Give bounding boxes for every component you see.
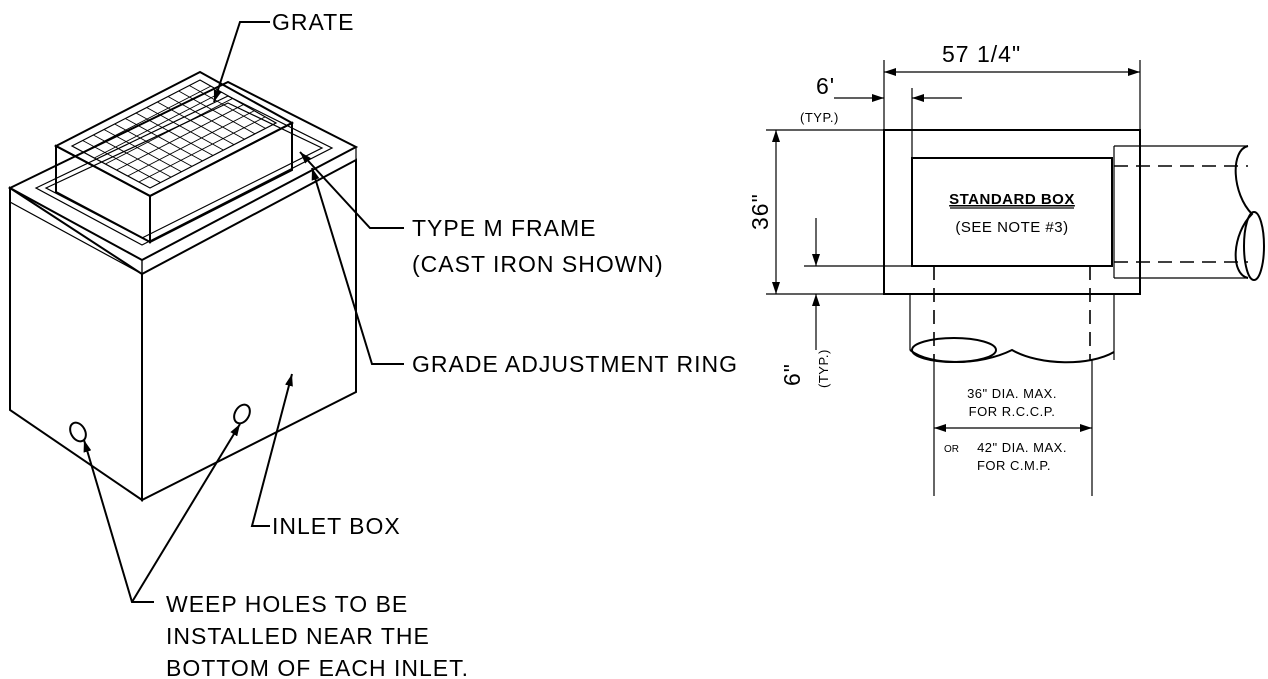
side-pipe-end bbox=[1234, 145, 1254, 279]
dim-wall-typ: (TYP.) bbox=[800, 110, 839, 125]
plan-outer-wall bbox=[883, 129, 1141, 295]
weep-hole-right bbox=[233, 403, 251, 425]
plan-standard-box bbox=[911, 157, 1113, 267]
inlet-box-leader bbox=[250, 373, 293, 527]
label-frame-line1: TYPE M FRAME bbox=[412, 215, 597, 241]
label-ring: GRADE ADJUSTMENT RING bbox=[412, 351, 738, 377]
dim-bottom-wall-typ: (TYP.) bbox=[816, 349, 831, 388]
ring-leader bbox=[311, 167, 404, 365]
box-title: STANDARD BOX bbox=[949, 191, 1075, 208]
dim-bottom-wall-text: 6" bbox=[779, 363, 805, 386]
grate-top bbox=[53, 70, 295, 198]
type-m-frame bbox=[34, 95, 334, 246]
label-weep-line2: INSTALLED NEAR THE bbox=[166, 623, 430, 649]
frame-leader bbox=[299, 151, 404, 229]
grate-mesh bbox=[82, 85, 266, 183]
label-weep-line1: WEEP HOLES TO BE bbox=[166, 591, 408, 617]
isometric-view: GRATE TYPE M FRAME (CAST IRON SHOWN) GRA… bbox=[7, 9, 738, 679]
pipe-note-line3: 42" DIA. MAX. bbox=[977, 440, 1067, 455]
weep-leader-right bbox=[131, 423, 241, 603]
pipe-note-line1: 36" DIA. MAX. bbox=[967, 386, 1057, 401]
pipe-note-line4: FOR C.M.P. bbox=[977, 458, 1051, 473]
label-weep-line3: BOTTOM OF EACH INLET. bbox=[166, 655, 469, 679]
pipe-note-or: OR bbox=[944, 444, 959, 455]
label-inlet-box: INLET BOX bbox=[272, 513, 401, 539]
label-frame-line2: (CAST IRON SHOWN) bbox=[412, 251, 664, 277]
dim-width-text: 57 1/4" bbox=[942, 41, 1021, 67]
weep-leader-left bbox=[83, 439, 154, 603]
inlet-box-top bbox=[7, 80, 359, 262]
dim-wall-text: 6' bbox=[816, 73, 835, 99]
dim-height-text: 36" bbox=[747, 193, 773, 230]
grate-right-side bbox=[149, 121, 293, 244]
bottom-pipe-opening bbox=[911, 337, 997, 363]
side-pipe-opening bbox=[1243, 211, 1265, 281]
box-note: (SEE NOTE #3) bbox=[955, 219, 1068, 236]
plan-view: 57 1/4" 6' (TYP.) 36" 6" (TYP.) STANDARD… bbox=[747, 41, 1265, 496]
grade-ring-right-band bbox=[141, 146, 357, 275]
inlet-box-right-face bbox=[141, 158, 357, 502]
pipe-note-line2: FOR R.C.C.P. bbox=[969, 404, 1056, 419]
weep-hole-left bbox=[69, 421, 87, 443]
label-grate: GRATE bbox=[272, 9, 355, 35]
grate-leader bbox=[213, 21, 270, 103]
